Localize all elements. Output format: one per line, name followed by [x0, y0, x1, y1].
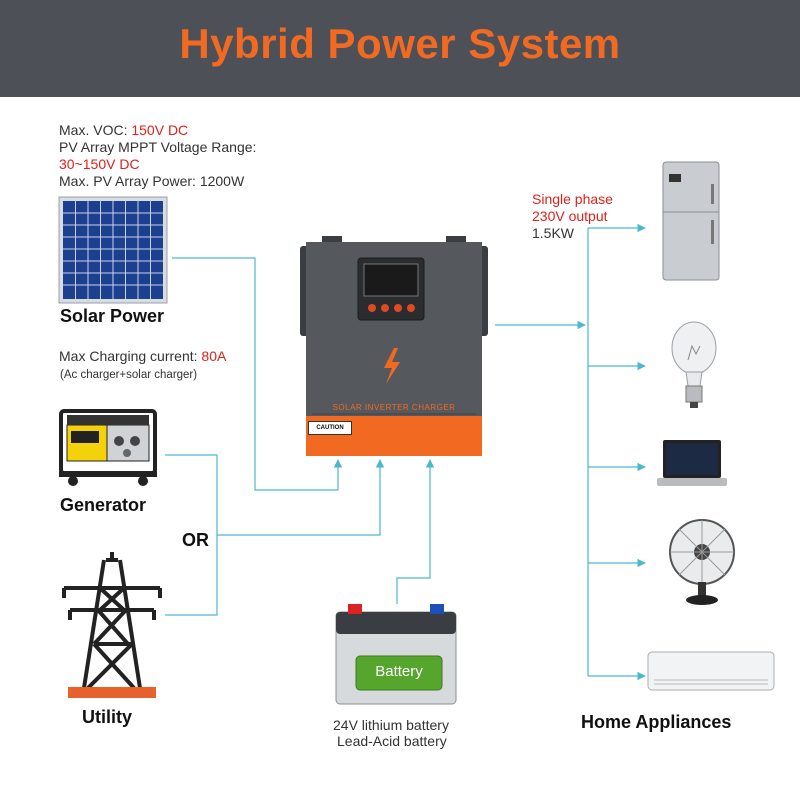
air-conditioner-icon	[647, 651, 775, 691]
page-title: Hybrid Power System	[179, 20, 621, 67]
solar-panel-icon	[58, 196, 168, 304]
inverter-unit: SOLAR INVERTER CHARGER CAUTION	[300, 236, 488, 458]
inverter-caption: SOLAR INVERTER CHARGER	[332, 403, 456, 412]
solar-mppt-label: PV Array MPPT Voltage Range:	[59, 139, 257, 155]
charging-current: Max Charging current: 80A	[59, 348, 226, 365]
output-phase: Single phase	[532, 191, 613, 207]
battery-type-line1: 24V lithium battery	[333, 717, 449, 733]
inverter-body-icon	[300, 236, 488, 456]
laptop-icon	[657, 440, 727, 486]
charging-current-label: Max Charging current:	[59, 348, 202, 364]
battery-label: Battery	[375, 663, 423, 680]
generator-icon	[59, 409, 157, 486]
charging-note: (Ac charger+solar charger)	[60, 369, 198, 381]
solar-voc-label: Max. VOC:	[59, 122, 132, 138]
charging-current-value: 80A	[201, 348, 227, 364]
utility-label: Utility	[82, 707, 133, 727]
solar-voc-value: 150V DC	[131, 122, 189, 138]
generator-label: Generator	[60, 495, 147, 515]
battery-type-line2: Lead-Acid battery	[337, 733, 447, 749]
output-voltage: 230V output	[532, 208, 608, 224]
utility-tower-icon	[62, 552, 162, 698]
or-label: OR	[182, 530, 209, 550]
light-bulb-icon	[671, 321, 717, 408]
home-appliances-label: Home Appliances	[581, 712, 732, 732]
solar-power-label: Max. PV Array Power: 1200W	[59, 173, 245, 189]
inverter-warning-label: CAUTION	[308, 421, 352, 435]
solar-power-label-title: Solar Power	[60, 306, 165, 326]
fan-icon	[669, 519, 735, 605]
header-banner: Hybrid Power System	[0, 0, 800, 97]
refrigerator-icon	[662, 161, 720, 281]
solar-voc: Max. VOC: 150V DC	[59, 122, 188, 139]
output-power: 1.5KW	[532, 225, 575, 241]
battery-icon	[335, 604, 457, 705]
solar-mppt-value: 30~150V DC	[59, 156, 140, 172]
